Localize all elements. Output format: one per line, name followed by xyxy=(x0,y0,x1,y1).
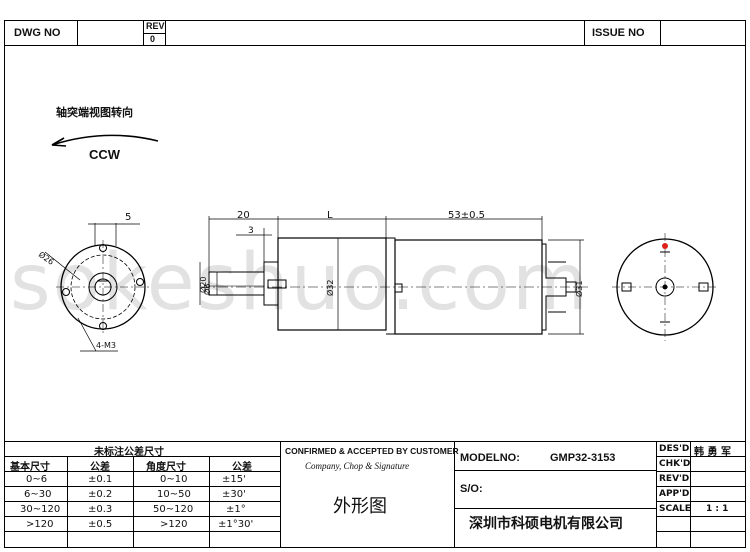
rev-label: REV xyxy=(146,21,165,31)
rev-d-label: REV'D xyxy=(659,474,690,484)
rotation-arc xyxy=(51,134,159,146)
rev-value: 0 xyxy=(150,34,156,44)
front-pcd-circle xyxy=(70,254,136,320)
dwg-no-label: DWG NO xyxy=(14,27,61,39)
rear-polarity-dot xyxy=(662,243,668,249)
tol-header-angle-tolerance: 公差 xyxy=(232,462,252,473)
dim-flat-length: 3 xyxy=(248,226,254,236)
rotation-direction: CCW xyxy=(89,147,121,162)
model-value: GMP32-3153 xyxy=(550,452,616,464)
tol-cell: 0~10 xyxy=(160,474,188,485)
tol-cell: ±1°30' xyxy=(218,519,254,530)
side-gearbox xyxy=(277,237,387,331)
tol-cell: ±30' xyxy=(222,489,246,500)
dim-motor-length: 53±0.5 xyxy=(448,210,486,221)
tol-cell: >120 xyxy=(160,519,188,530)
dim-shaft-length: 20 xyxy=(237,210,250,221)
tol-cell: ±0.5 xyxy=(88,519,113,530)
app-label: APP'D xyxy=(659,489,690,499)
dim-leader-pcd xyxy=(44,251,81,281)
tol-cell: 50~120 xyxy=(153,504,194,515)
tol-header-basic: 基本尺寸 xyxy=(10,462,50,473)
rotation-arrowhead xyxy=(51,137,67,147)
model-label: MODELNO: xyxy=(460,452,520,464)
tol-cell: ±0.2 xyxy=(88,489,113,500)
dim-body-dia: Ø32 xyxy=(326,279,335,296)
side-pilot xyxy=(263,261,279,306)
tol-cell: ±1° xyxy=(226,504,246,515)
tol-cell: 30~120 xyxy=(20,504,61,515)
dim-leader-screw xyxy=(77,317,97,352)
tol-header-tolerance: 公差 xyxy=(90,462,110,473)
dim-shaft-dia: Ø6 xyxy=(203,283,212,295)
front-hole-right xyxy=(136,278,144,286)
front-hole-left xyxy=(62,288,70,296)
tol-header-angle: 角度尺寸 xyxy=(146,462,186,473)
tol-cell: >120 xyxy=(26,519,54,530)
dim-front-offset: 5 xyxy=(125,212,132,223)
side-motor-notch xyxy=(395,283,403,293)
dim-motor-dia: Ø31 xyxy=(575,280,584,297)
confirmation-title: CONFIRMED & ACCEPTED BY CUSTOMER xyxy=(285,446,459,456)
des-value: 韩 勇 军 xyxy=(694,447,731,458)
tol-cell: ±0.3 xyxy=(88,504,113,515)
drawing-name: 外形图 xyxy=(333,496,387,517)
side-joint xyxy=(386,237,396,335)
tol-cell: 10~50 xyxy=(157,489,191,500)
issue-no-label: ISSUE NO xyxy=(592,27,645,39)
side-key xyxy=(267,279,287,289)
scale-label: SCALE xyxy=(659,504,691,514)
des-label: DES'D xyxy=(659,444,690,454)
chk-label: CHK'D xyxy=(659,459,691,469)
outer-frame xyxy=(4,20,746,548)
tol-cell: ±15' xyxy=(222,474,246,485)
confirmation-subtitle: Company, Chop & Signature xyxy=(305,461,410,471)
tolerance-title: 未标注公差尺寸 xyxy=(94,447,164,458)
so-label: S/O: xyxy=(460,483,483,495)
tol-cell: ±0.1 xyxy=(88,474,113,485)
tol-cell: 0~6 xyxy=(26,474,48,485)
dim-screw: 4-M3 xyxy=(96,341,116,350)
company-name: 深圳市科硕电机有限公司 xyxy=(469,516,623,532)
tol-cell: 6~30 xyxy=(24,489,52,500)
scale-value: 1 : 1 xyxy=(706,504,729,514)
dim-gearbox-length: L xyxy=(327,210,333,221)
rotation-title: 轴突端视图转向 xyxy=(56,106,133,119)
